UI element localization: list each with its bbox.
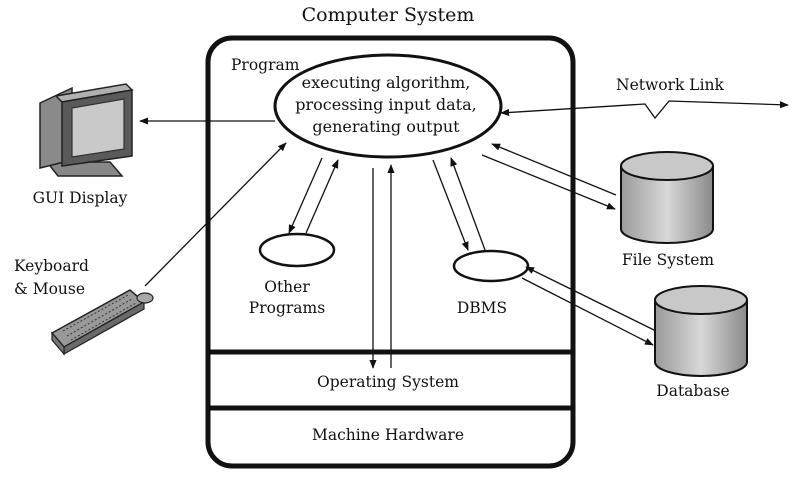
arrow-keyboard-to-program	[144, 142, 287, 287]
program-text-line-2: processing input data,	[295, 95, 476, 114]
arrow-other-to-program	[305, 159, 339, 234]
other-programs-label-1: Other	[264, 278, 310, 296]
dbms-ellipse	[452, 249, 530, 283]
program-text-line-1: executing algorithm,	[302, 73, 471, 92]
filesystem-cylinder-icon	[620, 151, 714, 244]
os-label: Operating System	[317, 373, 459, 391]
keyboard-icon	[50, 289, 146, 356]
system-box	[205, 35, 576, 469]
network-link-label: Network Link	[616, 76, 725, 94]
mouse-icon	[136, 292, 154, 304]
database-label: Database	[656, 382, 729, 400]
keyboard-label-1: Keyboard	[14, 257, 89, 275]
arrow-program-to-dbms	[432, 159, 469, 251]
filesystem-label: File System	[622, 251, 715, 269]
arrow-program-to-other	[288, 157, 323, 234]
other-programs-label-2: Programs	[249, 299, 325, 317]
gui-display-label: GUI Display	[33, 189, 128, 207]
program-label: Program	[231, 56, 300, 74]
keyboard-label-2: & Mouse	[14, 280, 85, 298]
diagram-title: Computer System	[302, 4, 475, 26]
hw-label: Machine Hardware	[312, 426, 464, 444]
arrow-dbms-to-program	[450, 157, 486, 251]
arrow-dbms-to-database	[521, 277, 654, 346]
monitor-icon	[39, 83, 134, 177]
program-text-line-3: generating output	[312, 117, 460, 136]
dbms-label: DBMS	[457, 299, 507, 317]
arrow-filesystem-to-program	[491, 143, 617, 196]
arrow-program-to-filesystem	[481, 154, 616, 210]
other-programs-ellipse	[258, 232, 336, 268]
database-cylinder-icon	[654, 285, 748, 377]
network-link-arrow	[500, 100, 789, 120]
arrow-database-to-dbms	[525, 266, 657, 332]
